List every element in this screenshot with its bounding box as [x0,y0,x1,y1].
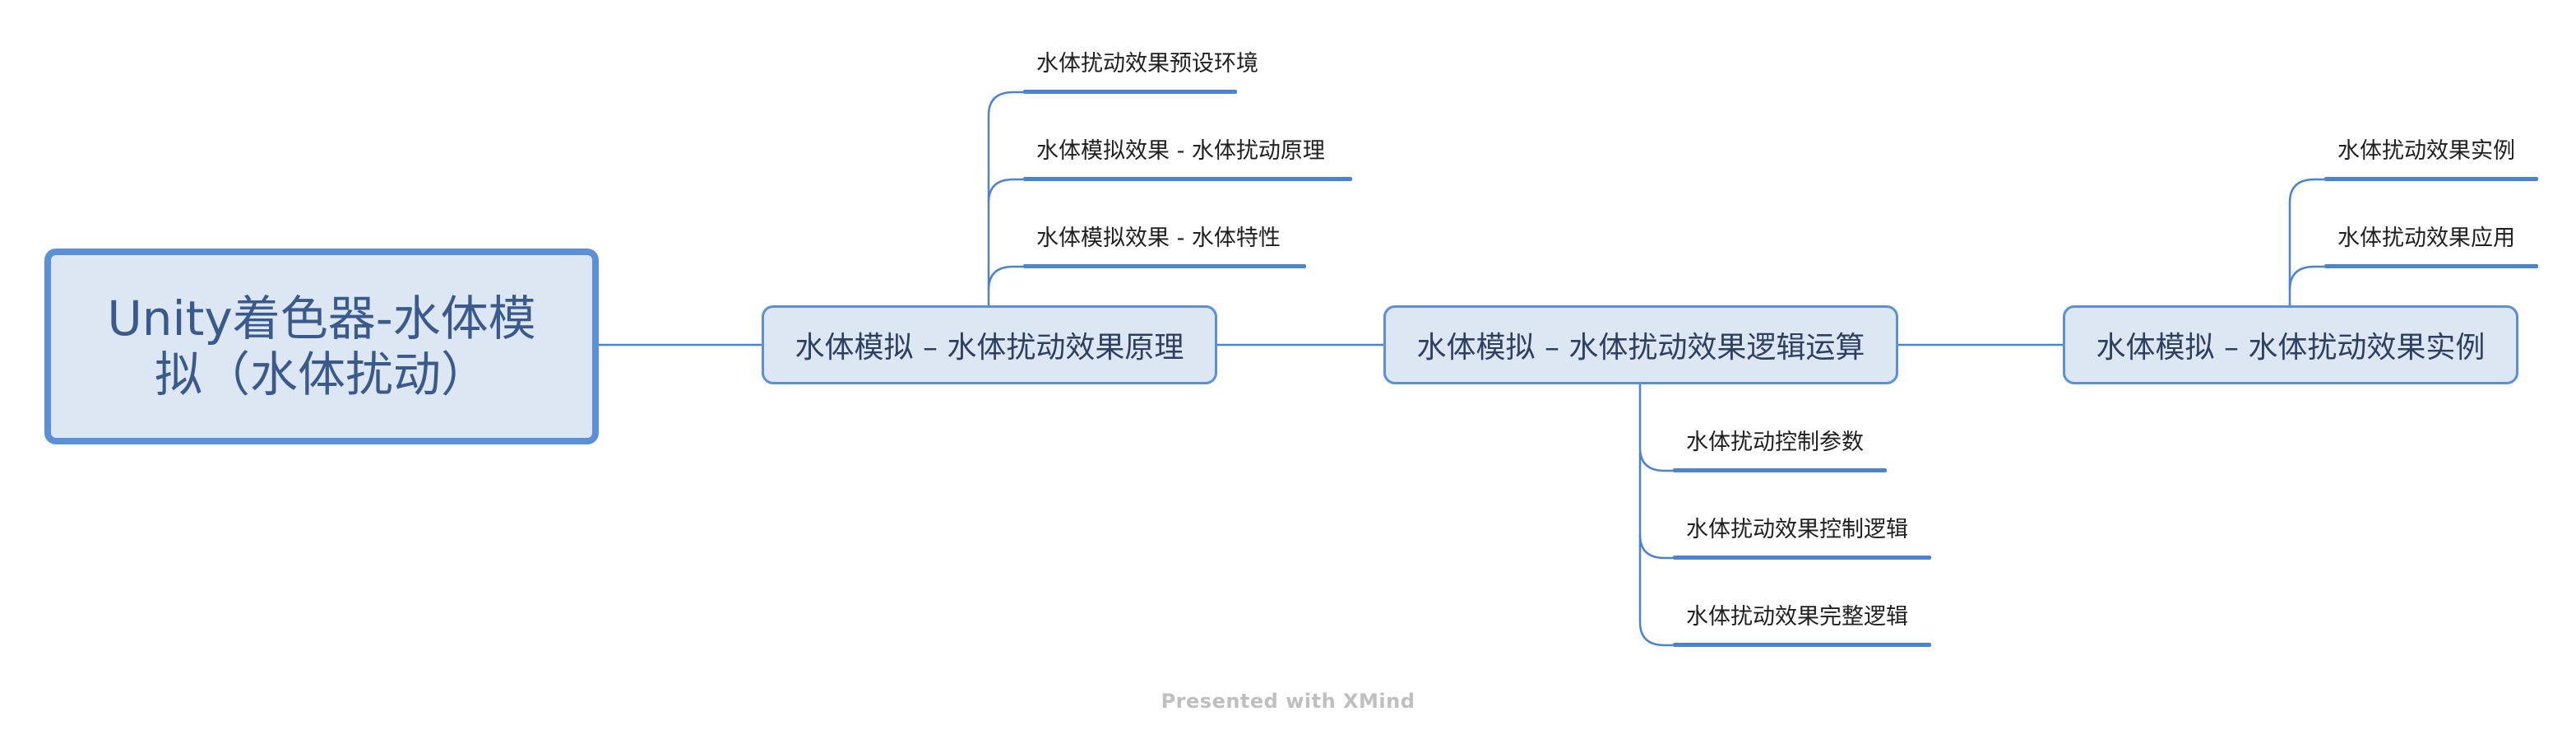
link-main1-child1 [987,91,1023,305]
subtopic-disturbance-principle[interactable]: 水体模拟效果 - 水体扰动原理 [1036,138,1325,164]
subtopic-control-logic[interactable]: 水体扰动效果控制逻辑 [1686,517,1908,542]
link-main2-child2 [1638,453,1673,560]
main-topic-label: 水体模拟 – 水体扰动效果逻辑运算 [1416,331,1865,365]
subtopic-water-properties[interactable]: 水体模拟效果 - 水体特性 [1036,226,1281,251]
subtopic-preset-environment[interactable]: 水体扰动效果预设环境 [1036,51,1258,77]
root-topic[interactable]: Unity着色器-水体模拟（水体扰动） [44,249,599,444]
subtopic-underline [1023,264,1306,268]
subtopic-effect-example[interactable]: 水体扰动效果实例 [2337,138,2515,164]
subtopic-underline [1673,468,1887,472]
subtopic-underline [1673,556,1931,560]
link-main2-child3 [1638,535,1673,647]
subtopic-effect-application[interactable]: 水体扰动效果应用 [2337,226,2515,251]
link-main2-child1 [1638,384,1673,472]
link-main3-child1 [2288,178,2324,305]
subtopic-underline [1673,643,1931,647]
link-main1-child2 [987,178,1023,203]
subtopic-control-params[interactable]: 水体扰动控制参数 [1686,430,1864,455]
xmind-watermark: Presented with XMind [1161,690,1415,713]
root-topic-label: Unity着色器-水体模拟（水体扰动） [107,291,536,402]
main-topic-principle[interactable]: 水体模拟 – 水体扰动效果原理 [762,305,1217,384]
main-topic-logic[interactable]: 水体模拟 – 水体扰动效果逻辑运算 [1383,305,1898,384]
subtopic-complete-logic[interactable]: 水体扰动效果完整逻辑 [1686,604,1908,630]
subtopic-underline [1023,90,1237,94]
subtopic-underline [2324,177,2538,181]
main-topic-example[interactable]: 水体模拟 – 水体扰动效果实例 [2063,305,2518,384]
main-topic-label: 水体模拟 – 水体扰动效果原理 [795,331,1184,365]
main-topic-label: 水体模拟 – 水体扰动效果实例 [2096,331,2486,365]
link-main1-child3 [987,265,1023,291]
link-main3-child2 [2288,265,2324,291]
subtopic-underline [2324,264,2538,268]
subtopic-underline [1023,177,1352,181]
